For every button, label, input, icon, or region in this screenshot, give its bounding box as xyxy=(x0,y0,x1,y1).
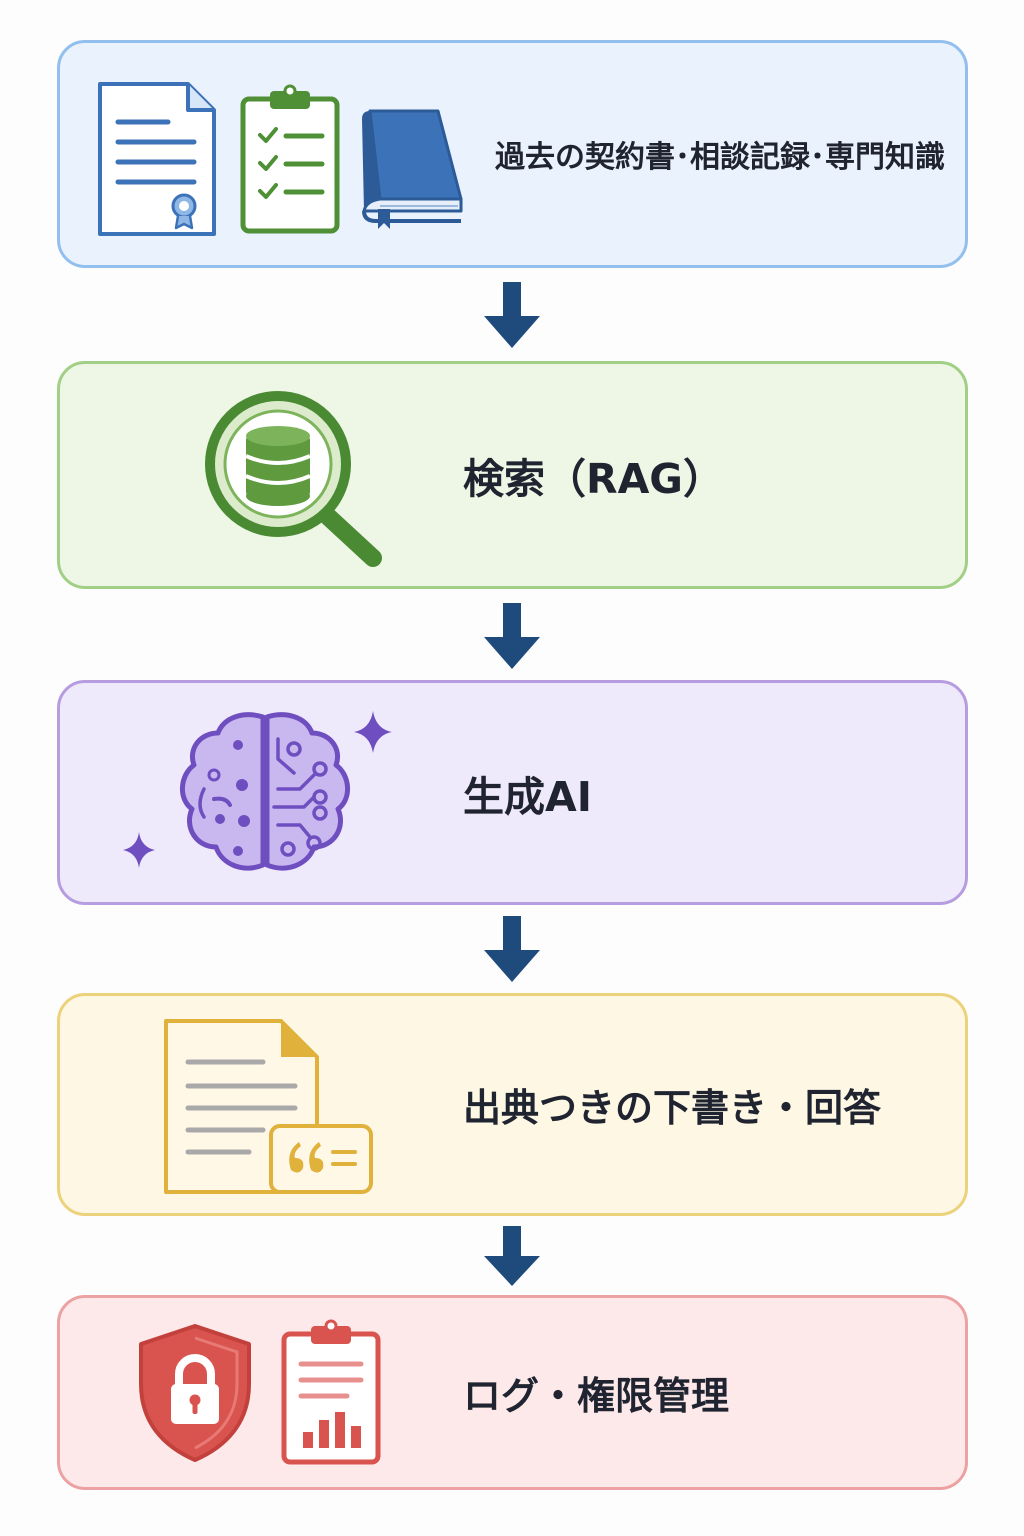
stage-label: 生成AI xyxy=(463,772,592,821)
stage-genai: 生成AI xyxy=(57,680,968,905)
sparkle-icon xyxy=(123,832,155,868)
flow-arrow xyxy=(484,1226,540,1286)
stage-search: 検索（RAG） xyxy=(57,361,968,589)
ai-brain-icon xyxy=(180,712,350,871)
contract-document-icon xyxy=(98,82,216,236)
stage-label: 過去の契約書･相談記録･専門知識 xyxy=(495,140,945,175)
security-lock-shield-icon xyxy=(139,1324,251,1462)
checklist-clipboard-icon xyxy=(240,84,340,234)
sparkle-icon xyxy=(354,711,392,753)
document-quote-icon xyxy=(164,1019,373,1194)
stage-log: ログ・権限管理 xyxy=(57,1295,968,1490)
database-magnifier-icon xyxy=(205,391,382,567)
book-icon xyxy=(362,109,463,229)
stage-sources: 過去の契約書･相談記録･専門知識 xyxy=(57,40,968,268)
stage-draft: 出典つきの下書き・回答 xyxy=(57,993,968,1216)
stage-label: 検索（RAG） xyxy=(463,455,724,503)
flow-arrow xyxy=(484,282,540,348)
stage-label: 出典つきの下書き・回答 xyxy=(463,1086,882,1130)
report-clipboard-icon xyxy=(281,1319,381,1465)
flow-arrow xyxy=(484,916,540,982)
flow-arrow xyxy=(484,603,540,669)
stage-label: ログ・権限管理 xyxy=(463,1374,730,1418)
